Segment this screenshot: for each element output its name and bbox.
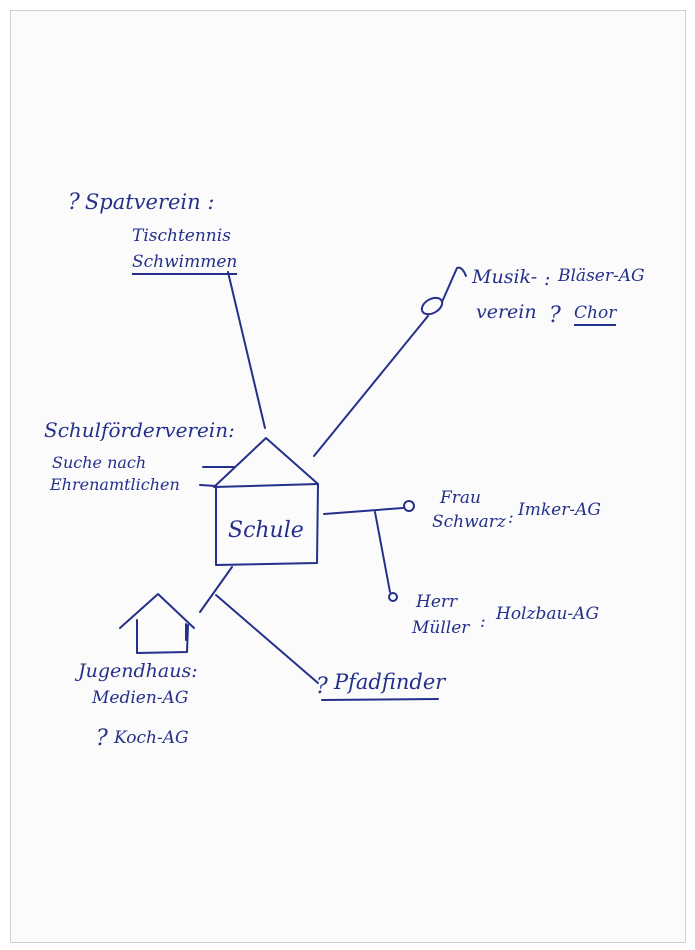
schulfoerderverein-line-1: Suche nach [52, 453, 147, 472]
musikverein-item-blaeser: Bläser-AG [558, 266, 645, 286]
sportverein-item-tischtennis: Tischtennis [132, 226, 231, 246]
line-to-pfadfinder [215, 594, 319, 684]
frau-schwarz-item: Imker-AG [518, 500, 601, 520]
frau-schwarz-marker [403, 500, 415, 512]
sportverein-group: ? Spatverein : [68, 192, 214, 214]
line-to-musikverein [313, 315, 429, 457]
schulfoerderverein-title: Schulförderverein: [44, 418, 235, 442]
jugendhaus-title: Jugendhaus: [78, 660, 198, 682]
herr-mueller-sep: : [480, 612, 486, 632]
question-mark: ? [68, 190, 80, 215]
frau-schwarz-line-1: Frau [440, 488, 482, 508]
question-mark: ? [549, 303, 561, 328]
question-mark: ? [316, 674, 328, 699]
school-house-roof [213, 437, 319, 488]
sportverein-title: Spatverein : [84, 190, 215, 214]
frau-schwarz-sep: : [508, 508, 514, 528]
line-to-herr-mueller [374, 511, 391, 593]
musikverein-title-1: Musik- [472, 266, 538, 288]
herr-mueller-item: Holzbau-AG [496, 604, 600, 624]
line-to-sportverein [227, 271, 266, 429]
herr-mueller-line-2: Müller [412, 618, 470, 638]
line-to-jugendhaus [199, 566, 233, 613]
line-to-people [323, 507, 404, 515]
school-house-body [215, 483, 319, 566]
jugendhaus-item-medien: Medien-AG [92, 688, 189, 708]
frau-schwarz-line-2: Schwarz [432, 512, 506, 532]
schulfoerderverein-line-2: Ehrenamtlichen [50, 475, 180, 494]
musikverein-item-chor: Chor [574, 305, 617, 326]
herr-mueller-marker [388, 592, 398, 602]
music-note-icon [420, 296, 444, 316]
school-label: Schule [228, 518, 304, 543]
pfadfinder-label: Pfadfinder [334, 670, 446, 694]
question-mark: ? [96, 726, 108, 751]
herr-mueller-line-1: Herr [416, 592, 458, 612]
line-to-schulfoerderverein-2 [199, 484, 217, 487]
musikverein-sep: : [544, 268, 551, 290]
music-note-stem [441, 266, 467, 303]
jugendhaus-item-koch: Koch-AG [114, 728, 189, 748]
paper-sheet [10, 10, 686, 943]
sportverein-item-schwimmen: Schwimmen [132, 254, 238, 275]
jugendhaus-icon [119, 593, 195, 654]
musikverein-title-2: verein [476, 301, 537, 323]
